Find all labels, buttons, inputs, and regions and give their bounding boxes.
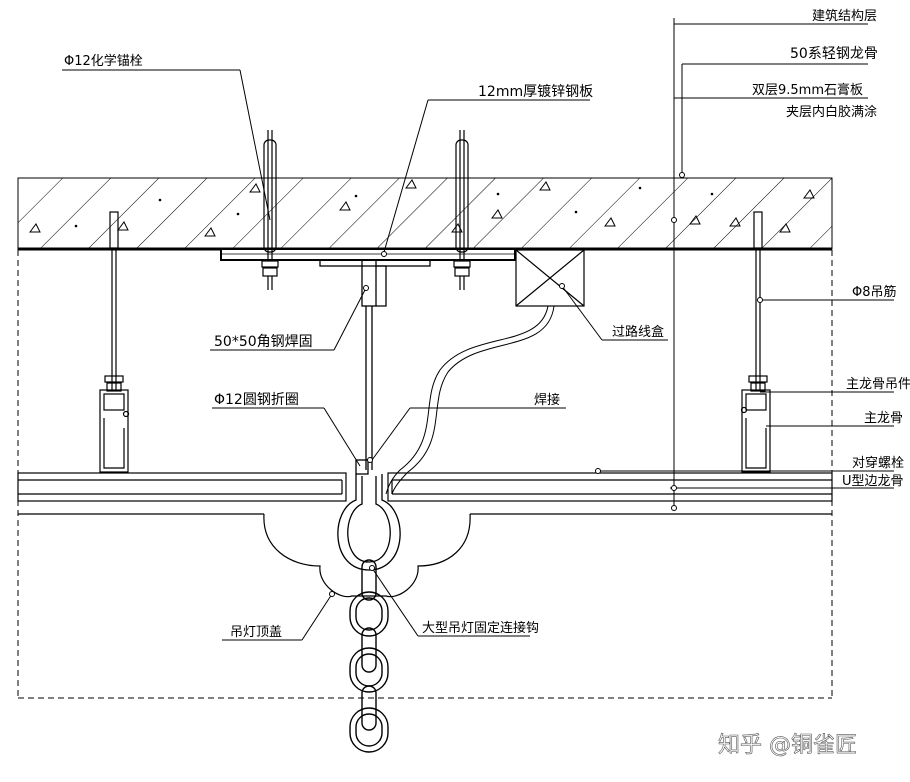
junction-box xyxy=(515,249,585,307)
label-main-keel-hanger: 主龙骨吊件 xyxy=(846,377,910,392)
u-edge-keel-right xyxy=(387,472,833,502)
chemical-anchor-right xyxy=(453,130,471,290)
leader-lines xyxy=(62,18,894,641)
main-keel-hanger-left xyxy=(99,389,130,473)
concrete-slab xyxy=(17,177,833,251)
main-keel-hanger-right xyxy=(740,389,771,473)
label-angle-steel: 50*50角钢焊固 xyxy=(214,334,313,350)
label-building-structure: 建筑结构层 xyxy=(812,8,877,24)
leader-dots xyxy=(329,172,763,597)
u-edge-keel-left xyxy=(17,472,347,502)
lamp-canopy xyxy=(263,513,471,598)
label-chemical-anchor: Φ12化学锚栓 xyxy=(64,53,143,69)
watermark: 知乎 @铜雀匠 xyxy=(718,733,857,758)
label-round-steel-hook: Φ12圆钢折圈 xyxy=(214,392,299,408)
label-chandelier-hook: 大型吊灯固定连接钩 xyxy=(422,620,539,636)
label-through-bolt: 对穿螺栓 xyxy=(852,455,904,471)
angle-steel-50x50 xyxy=(319,259,431,307)
label-steel-plate: 12mm厚镀锌钢板 xyxy=(478,83,593,100)
hanger-rod-right xyxy=(748,211,768,392)
hanger-rod-left xyxy=(104,211,124,392)
label-lamp-cover: 吊灯顶盖 xyxy=(230,625,282,640)
chain xyxy=(349,559,389,753)
round-steel-rod xyxy=(355,306,373,475)
label-gypsum-line1: 双层9.5mm石膏板 xyxy=(752,82,863,98)
label-junction-box: 过路线盒 xyxy=(612,324,664,340)
label-main-keel: 主龙骨 xyxy=(864,411,903,426)
label-hanger-rod: Φ8吊筋 xyxy=(852,284,897,300)
chandelier-hook xyxy=(337,474,401,571)
label-weld: 焊接 xyxy=(534,392,560,408)
label-light-keel: 50系轻钢龙骨 xyxy=(790,46,878,62)
electrical-wires xyxy=(385,305,555,495)
label-gypsum-line2: 夹层内白胶满涂 xyxy=(786,104,877,120)
label-u-edge-keel: U型边龙骨 xyxy=(842,474,904,489)
